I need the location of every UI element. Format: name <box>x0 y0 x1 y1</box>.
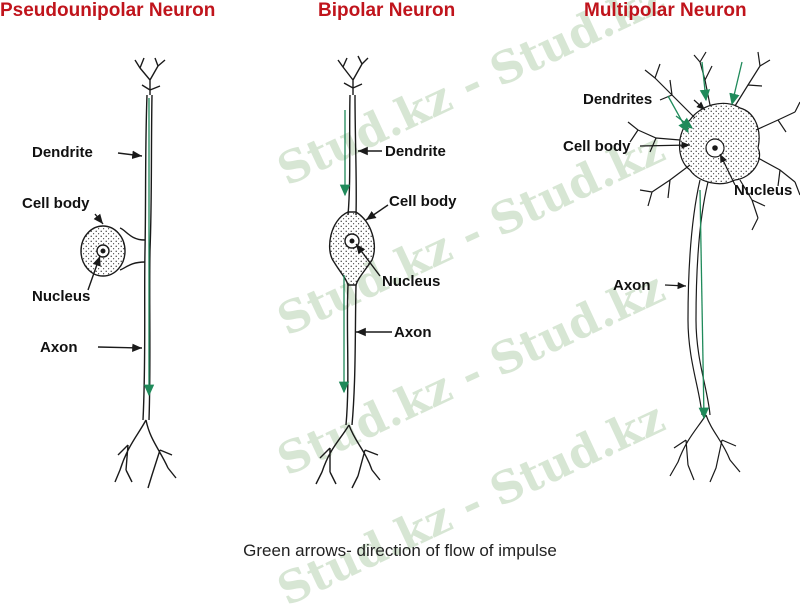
label-pseudo-axon: Axon <box>40 339 78 356</box>
label-multi-axon: Axon <box>613 277 651 294</box>
label-pseudo-nucleus: Nucleus <box>32 288 91 305</box>
caption: Green arrows- direction of flow of impul… <box>243 541 557 560</box>
label-pseudo-dendrite: Dendrite <box>32 144 93 161</box>
label-bipolar-axon: Axon <box>394 324 432 341</box>
title-bipolar: Bipolar Neuron <box>318 0 456 21</box>
label-bipolar-dendrite: Dendrite <box>385 143 446 160</box>
bipolar-neuron <box>315 55 392 489</box>
label-bipolar-cell-body: Cell body <box>389 193 457 210</box>
label-pseudo-cell-body: Cell body <box>22 195 90 212</box>
label-multi-nucleus: Nucleus <box>734 182 793 199</box>
title-multipolar: Multipolar Neuron <box>584 0 747 21</box>
multipolar-neuron <box>627 51 800 483</box>
label-multi-cell-body: Cell body <box>563 138 631 155</box>
label-multi-dendrites: Dendrites <box>583 91 653 108</box>
label-bipolar-nucleus: Nucleus <box>382 273 441 290</box>
pseudounipolar-neuron <box>80 57 177 489</box>
neuron-diagram <box>80 51 800 489</box>
title-pseudounipolar: Pseudounipolar Neuron <box>0 0 216 21</box>
